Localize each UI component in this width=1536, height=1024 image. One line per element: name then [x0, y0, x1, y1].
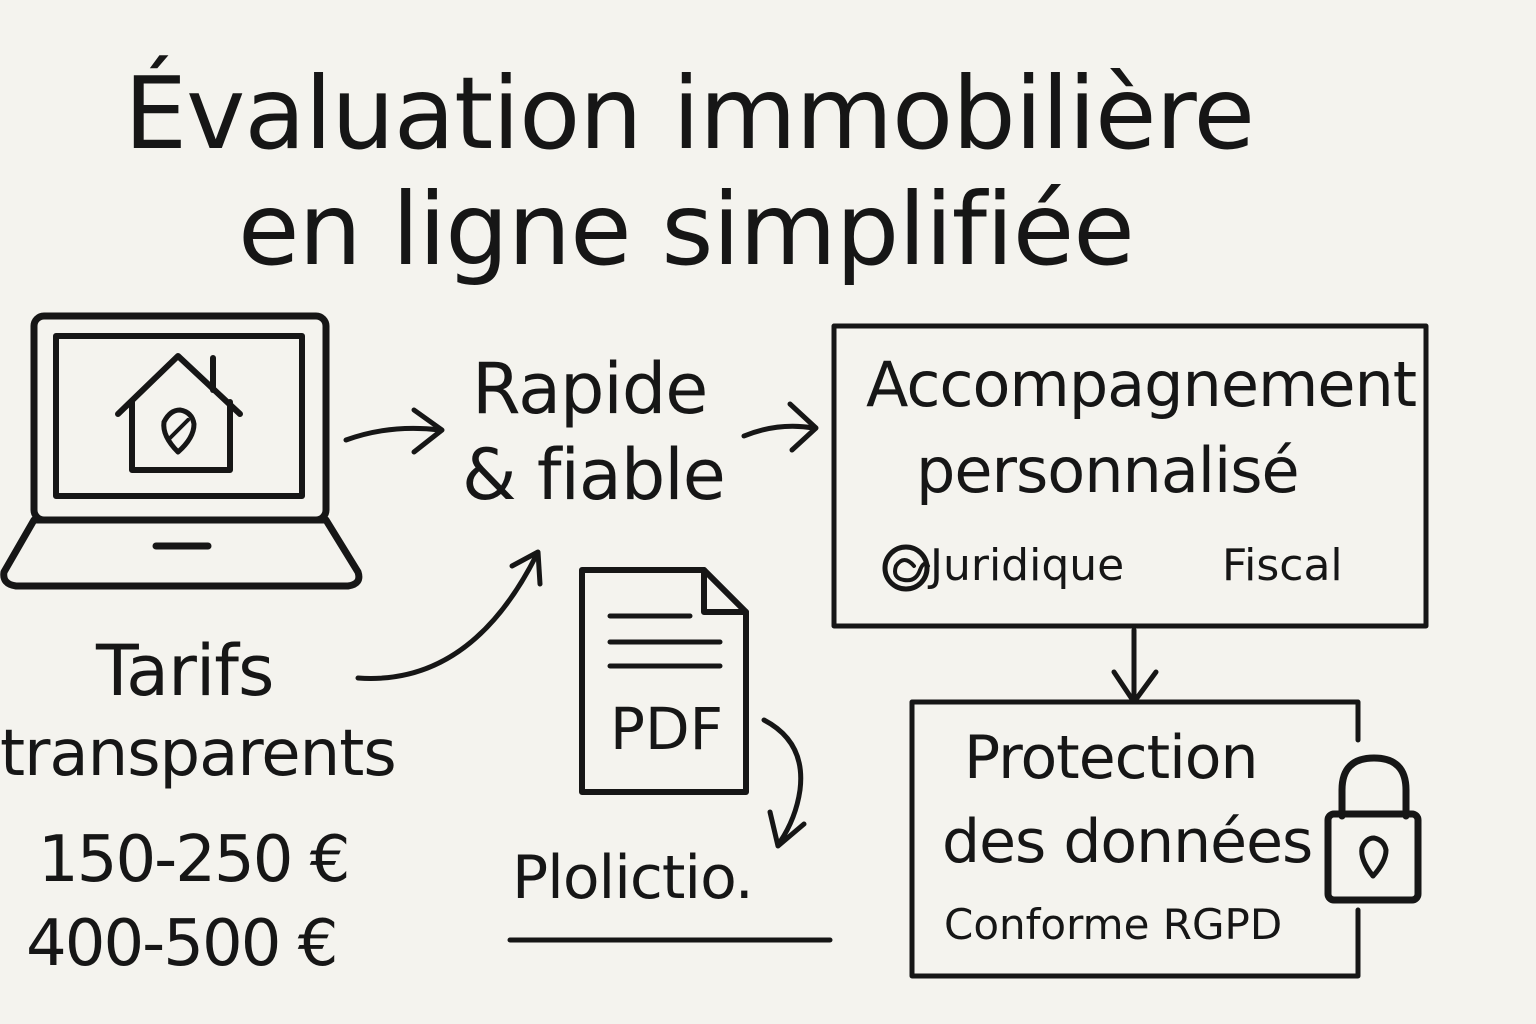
arrow-laptop-to-rapide [343, 425, 443, 443]
protection-subtitle: des données [942, 807, 1313, 877]
rapide-label: Rapide [472, 348, 708, 430]
arrow-pdf-to-caption [761, 717, 804, 845]
tarifs-label: Tarifs [96, 630, 274, 712]
accompagnement-box [831, 323, 1429, 629]
laptop-icon [0, 312, 363, 590]
pdf-caption: Plolictio. [512, 843, 754, 913]
protection-box [909, 699, 1361, 979]
tag-juridique: Juridique [930, 540, 1125, 591]
price-range-2: 400-500 € [26, 907, 338, 981]
tag-fiscal: Fiscal [1222, 540, 1343, 591]
arrow-rapide-to-accompagnement [741, 423, 817, 439]
protection-title: Protection [964, 723, 1259, 793]
rgpd-label: Conforme RGPD [944, 900, 1283, 949]
arrow-tarifs-to-rapide [355, 553, 539, 681]
accompagnement-title: Accompagnement [866, 348, 1417, 421]
at-sign-icon [882, 544, 930, 592]
transparents-label: transparents [0, 717, 397, 791]
pdf-document-icon [579, 567, 749, 795]
title-line-1: Évaluation immobilière [124, 55, 1255, 172]
padlock-icon [1324, 754, 1422, 904]
fiable-label: & fiable [462, 434, 726, 516]
accompagnement-subtitle: personnalisé [916, 434, 1300, 507]
title-line-2: en ligne simplifiée [238, 171, 1135, 288]
house-icon [115, 353, 243, 473]
pdf-badge: PDF [610, 695, 723, 763]
price-range-1: 150-250 € [38, 823, 350, 897]
